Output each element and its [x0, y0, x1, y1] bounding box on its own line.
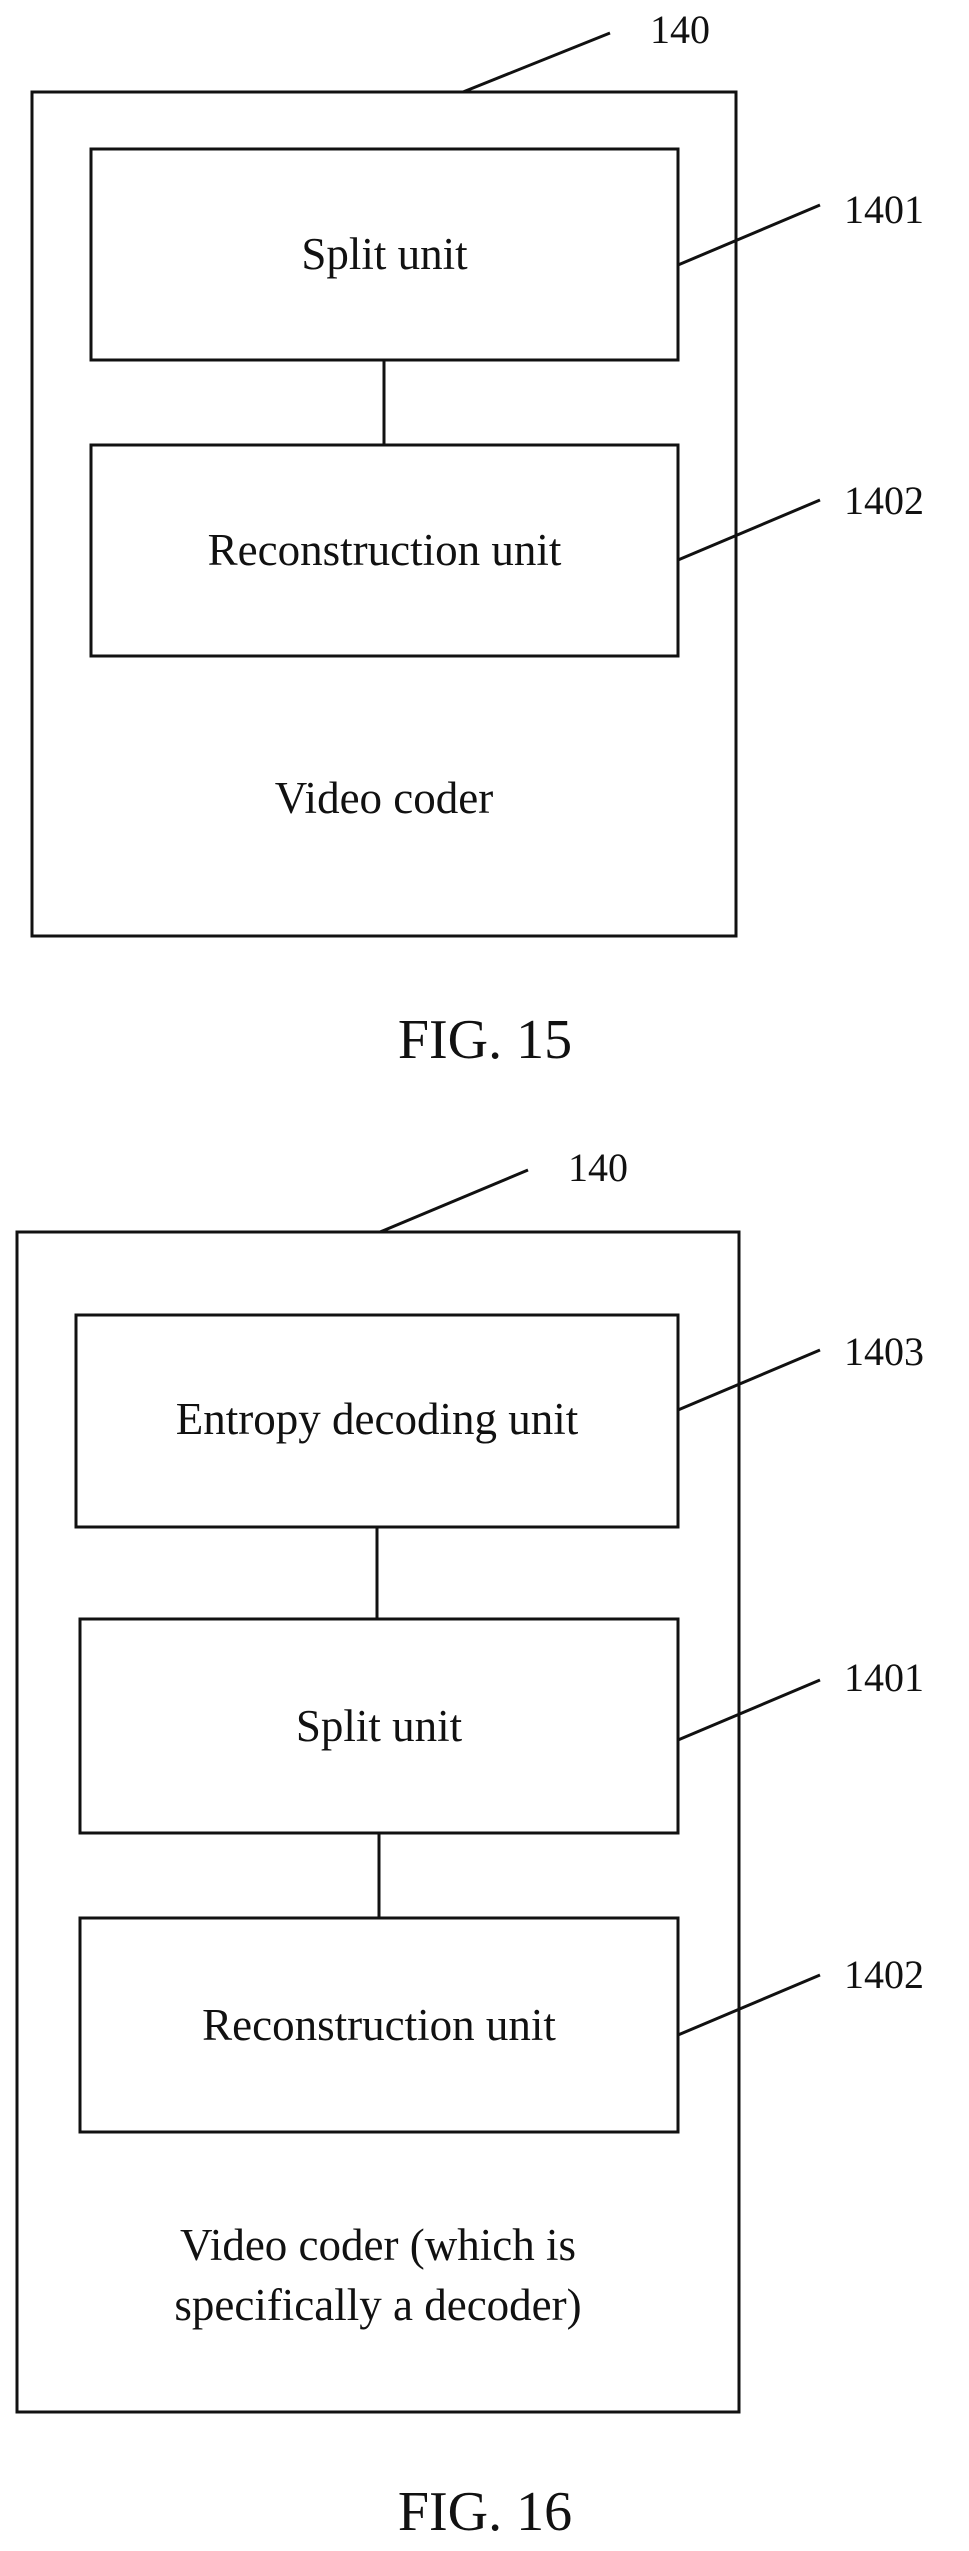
- fig15-split-unit-ref-label: 1401: [844, 186, 924, 234]
- fig15-caption: FIG. 15: [300, 1008, 670, 1072]
- fig16-split-unit-ref-leader: [678, 1680, 820, 1740]
- fig16-reconstruction-unit-ref-label: 1402: [844, 1951, 924, 1999]
- fig15-split-unit-label: Split unit: [91, 226, 678, 282]
- fig15-container-ref-leader: [463, 33, 610, 92]
- fig16-container-ref-leader: [380, 1170, 528, 1232]
- fig15-reconstruction-unit-ref-leader: [678, 500, 820, 560]
- fig15-container-ref-label: 140: [650, 6, 710, 54]
- fig16-entropy-decoding-unit-ref-leader: [678, 1350, 820, 1410]
- fig16-video-coder-label-line2: specifically a decoder): [17, 2275, 739, 2335]
- fig15-reconstruction-unit-label: Reconstruction unit: [91, 522, 678, 578]
- fig15-split-unit-ref-leader: [678, 205, 820, 265]
- fig15-video-coder-label: Video coder: [32, 770, 736, 826]
- fig16-reconstruction-unit-label: Reconstruction unit: [80, 1997, 678, 2053]
- fig16-split-unit-ref-label: 1401: [844, 1654, 924, 1702]
- fig16-reconstruction-unit-ref-leader: [678, 1975, 820, 2035]
- fig16-entropy-decoding-unit-ref-label: 1403: [844, 1328, 924, 1376]
- fig16-video-coder-label-line1: Video coder (which is: [17, 2215, 739, 2275]
- fig16-entropy-decoding-unit-label: Entropy decoding unit: [76, 1391, 678, 1447]
- fig16-split-unit-label: Split unit: [80, 1698, 678, 1754]
- fig16-caption: FIG. 16: [300, 2480, 670, 2544]
- fig16-container-ref-label: 140: [568, 1144, 628, 1192]
- fig15-reconstruction-unit-ref-label: 1402: [844, 477, 924, 525]
- fig16-video-coder-label: Video coder (which is specifically a dec…: [17, 2215, 739, 2335]
